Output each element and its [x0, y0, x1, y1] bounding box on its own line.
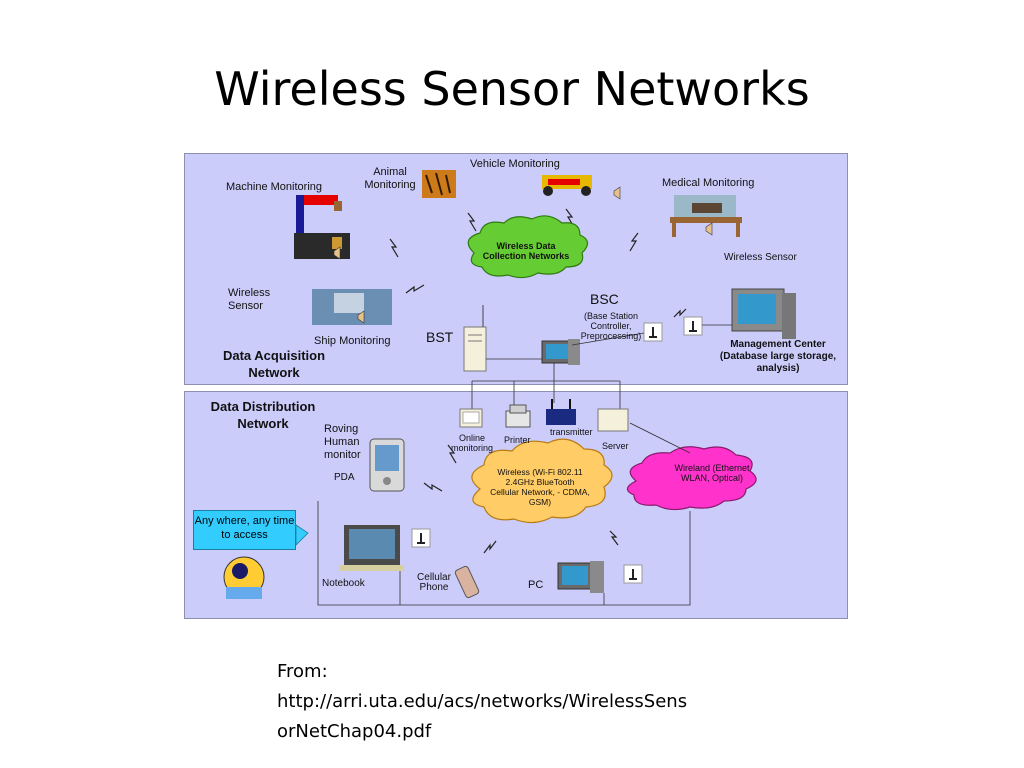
- bsc-detail-label: (Base Station Controller, Preprocessing): [580, 311, 642, 341]
- top-connections: [486, 324, 732, 360]
- animal-monitoring-label: Animal Monitoring: [364, 166, 416, 191]
- management-center-pc-icon: [731, 288, 796, 339]
- transmitter-icon: [546, 399, 576, 425]
- pc-label: PC: [528, 579, 544, 591]
- pda-icon: [369, 438, 405, 492]
- bus-lines: [471, 363, 621, 411]
- antenna-icons: [643, 316, 703, 342]
- wireless-sensor-left-label: Wireless Sensor: [228, 287, 271, 312]
- machine-monitoring-label: Machine Monitoring: [226, 181, 322, 193]
- source-url-line2: orNetChap04.pdf: [277, 721, 432, 742]
- source-url-line1: http://arri.uta.edu/acs/networks/Wireles…: [277, 691, 688, 712]
- wireless-cloud-label: Wireless (Wi-Fi 802.11 2.4GHz BlueTooth …: [490, 467, 590, 507]
- wireless-data-collection-label: Wireless Data Collection Networks: [482, 241, 570, 261]
- slide-title: Wireless Sensor Networks: [214, 62, 810, 116]
- server-icon: [597, 408, 629, 432]
- anywhere-callout: Any where, any time to access: [193, 510, 296, 550]
- anywhere-user-icon: [223, 556, 265, 599]
- bsc-label: BSC: [590, 291, 619, 307]
- ship-monitoring-label: Ship Monitoring: [314, 335, 391, 347]
- pda-label: PDA: [334, 472, 355, 483]
- patient-icon: [670, 195, 742, 237]
- roving-human-monitor-label: Roving Human monitor: [324, 423, 361, 461]
- ship-icon: [312, 289, 392, 325]
- pc-icon: [557, 561, 643, 593]
- bottom-wireless-signals: [423, 444, 619, 554]
- management-center-label: Management Center (Database large storag…: [719, 339, 837, 374]
- wireland-cloud: [626, 446, 757, 511]
- online-monitoring-icon: [459, 408, 483, 428]
- transmitter-label: transmitter: [550, 427, 593, 437]
- bsc-computer-icon: [541, 339, 580, 365]
- wireless-cloud: [471, 438, 613, 524]
- cellular-phone-icon: [454, 565, 480, 599]
- cellular-phone-label: Cellular Phone: [417, 572, 451, 593]
- bottom-wired-lines: [317, 422, 691, 606]
- notebook-label: Notebook: [322, 578, 365, 589]
- callout-pointer: [295, 524, 309, 546]
- online-monitoring-label: Online monitoring: [450, 433, 494, 453]
- wireland-cloud-label: Wireland (Ethernet WLAN, Optical): [674, 463, 750, 483]
- wireless-sensor-right-label: Wireless Sensor: [724, 252, 797, 263]
- wireless-signals: [389, 208, 687, 318]
- data-acquisition-heading: Data Acquisition Network: [222, 348, 326, 380]
- printer-label: Printer: [504, 435, 531, 445]
- data-distribution-heading: Data Distribution Network: [210, 399, 316, 431]
- medical-monitoring-label: Medical Monitoring: [662, 177, 755, 189]
- bst-label: BST: [426, 329, 454, 345]
- speaker-icons: [333, 186, 713, 324]
- wireless-data-collection-cloud: [467, 215, 589, 279]
- server-label: Server: [602, 441, 629, 451]
- bst-server-icon: [463, 305, 487, 372]
- notebook-icon: [340, 525, 431, 571]
- source-citation: From: http://arri.uta.edu/acs/networks/W…: [277, 657, 687, 747]
- race-car-icon: [542, 175, 592, 196]
- diagram-graphics: [223, 170, 796, 606]
- machine-icon: [294, 195, 350, 259]
- wsn-diagram: Machine Monitoring Animal Monitoring Veh…: [184, 153, 848, 619]
- vehicle-monitoring-label: Vehicle Monitoring: [470, 158, 560, 170]
- printer-icon: [505, 404, 531, 428]
- tiger-icon: [422, 170, 456, 198]
- source-prefix: From:: [277, 661, 328, 682]
